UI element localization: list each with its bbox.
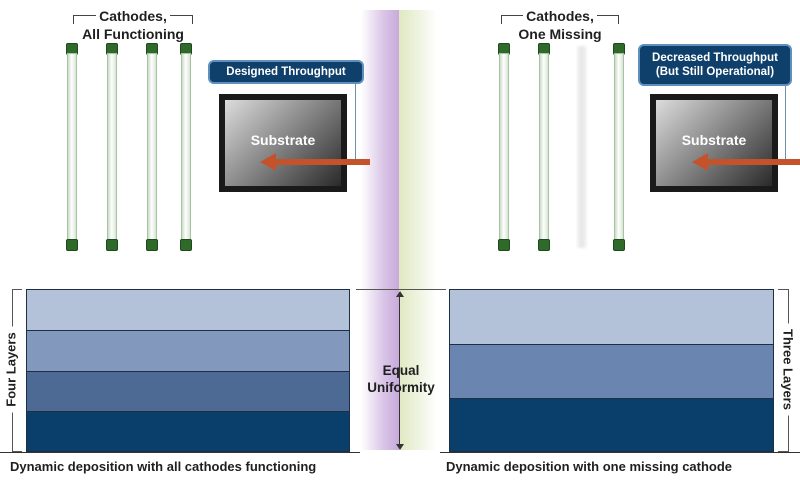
decreased-throughput-line1: Decreased Throughput [652,52,778,64]
uniformity-arrowhead-up [396,291,404,297]
right-panel: Cathodes, One Missing Decreased Throughp… [400,0,800,482]
left-motion-arrow-head [260,153,276,171]
four-layers-label: Four Layers [3,326,19,413]
right-motion-arrow-shaft [706,159,800,165]
cathode-tube [498,43,510,251]
purple-deposition-zone [361,10,399,450]
right-baseline [440,452,800,453]
cathode-cap-bottom [146,239,158,251]
left-cathodes-title: Cathodes, All Functioning [73,7,193,43]
left-cathodes-title-line1: Cathodes, [96,8,170,24]
uniformity-arrowhead-down [396,444,404,450]
decreased-throughput-callout: Decreased Throughput (But Still Operatio… [638,44,792,86]
uniformity-top-line [356,289,446,290]
callout-leader-line [355,84,356,162]
uniformity-arrow-line [399,293,400,448]
cathode-cap-bottom [66,239,78,251]
designed-throughput-label: Designed Throughput [226,66,346,78]
left-motion-arrow-shaft [274,159,370,165]
designed-throughput-callout: Designed Throughput [208,60,364,84]
right-layer-3 [449,398,774,452]
left-panel: Cathodes, All Functioning Designed Throu… [0,7,370,474]
cathode-cap-bottom [613,239,625,251]
cathode-cap-bottom [498,239,510,251]
right-cathodes-title-line2: One Missing [518,26,602,42]
cathode-tube [613,43,625,251]
right-cathodes-title-line1: Cathodes, [523,8,597,24]
missing-cathode-ghost [577,46,587,248]
right-layer-1 [449,289,774,345]
callout-leader-line [785,86,786,162]
right-motion-arrow-head [692,153,708,171]
left-layer-2 [26,330,350,372]
cathode-cap-bottom [180,239,192,251]
left-caption: Dynamic deposition with all cathodes fun… [10,459,317,474]
cathode-tube [66,43,78,251]
cathode-tube [146,43,158,251]
decreased-throughput-line2: (But Still Operational) [655,66,775,78]
right-layer-2 [449,344,774,399]
left-layer-1 [26,289,350,331]
left-height-tick-top [12,289,22,290]
cathode-tube [180,43,192,251]
right-height-tick-top [778,289,788,290]
equal-uniformity-indicator: Equal Uniformity [356,289,446,452]
left-layer-3 [26,371,350,412]
left-height-tick-bottom [12,451,22,452]
right-cathodes-title: Cathodes, One Missing [501,7,619,43]
right-substrate-label: Substrate [681,132,747,148]
green-deposition-zone [399,10,437,450]
three-layers-label: Three Layers [780,323,796,416]
cathode-tube [106,43,118,251]
left-cathodes-title-line2: All Functioning [82,26,184,42]
equal-uniformity-line2: Uniformity [367,380,435,395]
left-layer-4 [26,411,350,452]
equal-uniformity-label: Equal Uniformity [351,362,451,396]
cathode-cap-bottom [106,239,118,251]
right-height-tick-bottom [778,451,788,452]
cathode-cap-bottom [538,239,550,251]
right-caption: Dynamic deposition with one missing cath… [446,459,733,474]
right-substrate: Substrate [650,94,778,192]
left-baseline [0,452,360,453]
left-substrate-label: Substrate [250,132,316,148]
equal-uniformity-line1: Equal [382,363,420,378]
cathode-tube [538,43,550,251]
left-substrate: Substrate [219,94,347,192]
